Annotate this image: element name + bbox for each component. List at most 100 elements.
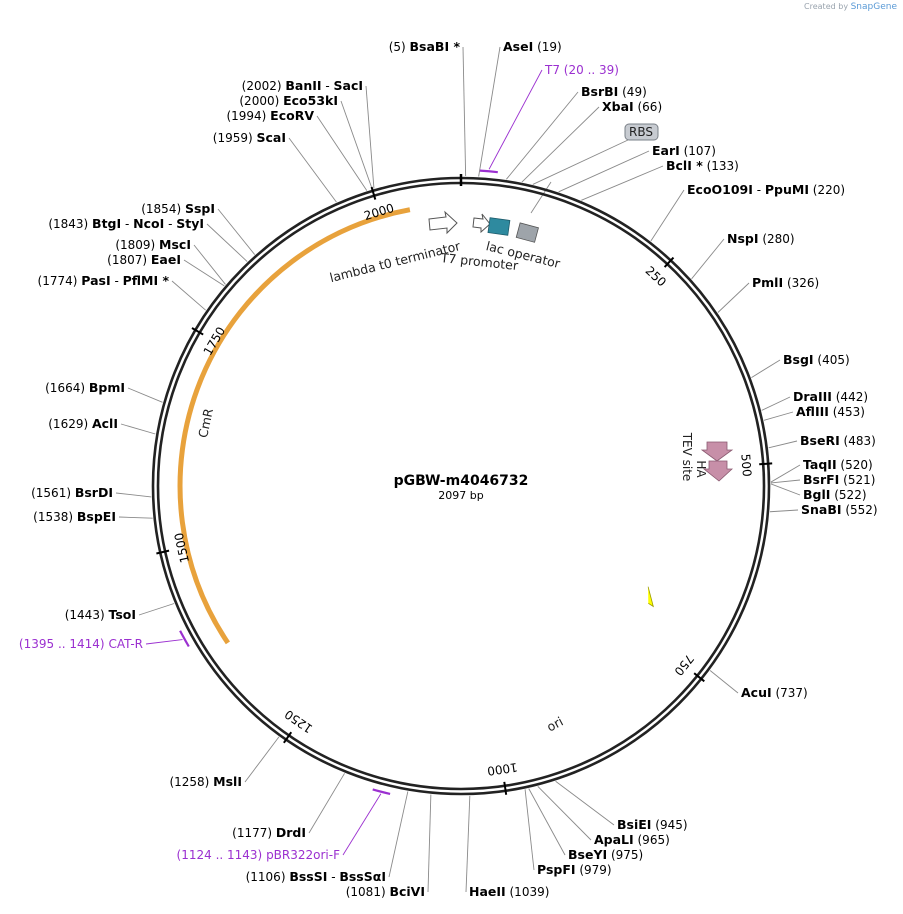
enzyme-name: DrdI [276, 825, 306, 840]
enzyme-name: BsrFI [803, 472, 839, 487]
enzyme-site[interactable]: AflIII (453) [796, 404, 865, 419]
enzyme-label: (1258) MslI [169, 774, 242, 789]
enzyme-site[interactable]: AcuI (737) [741, 685, 808, 700]
t7-promoter-arrow[interactable] [472, 213, 491, 234]
enzyme-label: (1629) AclI [48, 416, 118, 431]
enzyme-name: BsiEI [617, 817, 651, 832]
enzyme-position: (1561) [31, 486, 75, 500]
primer-leader [145, 639, 183, 645]
tick-mark [663, 256, 675, 268]
enzyme-site[interactable]: (1959) ScaI [213, 130, 286, 145]
t7-box[interactable] [487, 217, 511, 236]
enzyme-site[interactable]: (2002) BanII - SacI [242, 78, 363, 93]
enzyme-site[interactable]: DraIII (442) [793, 389, 868, 404]
enzyme-position: (979) [576, 863, 612, 877]
enzyme-label: (1994) EcoRV [226, 108, 314, 123]
enzyme-site[interactable]: (1106) BssSI - BssSαI [246, 869, 386, 884]
enzyme-site[interactable]: BsgI (405) [783, 352, 850, 367]
enzyme-site[interactable]: BsiEI (945) [617, 817, 688, 832]
enzyme-site[interactable]: (1774) PasI - PflMI * [38, 273, 170, 288]
enzyme-site[interactable]: HaeII (1039) [469, 884, 549, 899]
enzyme-site[interactable]: NspI (280) [727, 231, 795, 246]
enzyme-name: AseI [503, 39, 533, 54]
enzyme-name: HaeII [469, 884, 506, 899]
enzyme-name: Eco53kI [283, 93, 338, 108]
enzyme-name: SnaBI [801, 502, 842, 517]
enzyme-leader [478, 46, 501, 177]
enzyme-site[interactable]: BseYI (975) [568, 847, 643, 862]
tick-mark [693, 672, 705, 683]
enzyme-site[interactable]: (1561) BsrDI [31, 485, 113, 500]
enzyme-site[interactable]: BsrFI (521) [803, 472, 875, 487]
tick-mark [759, 462, 773, 466]
enzyme-site[interactable]: XbaI (66) [602, 99, 662, 114]
enzyme-label: (1443) TsoI [65, 607, 136, 622]
primer-bar [372, 788, 391, 795]
enzyme-site[interactable]: (1081) BciVI [346, 884, 425, 899]
enzyme-site[interactable]: TaqII (520) [803, 457, 873, 472]
tev-site-arrow[interactable] [700, 441, 734, 462]
enzyme-site[interactable]: BclI * (133) [666, 158, 739, 173]
credit-text: Created by [804, 2, 849, 11]
enzyme-leader [171, 280, 206, 311]
enzyme-site[interactable]: ApaLI (965) [594, 832, 670, 847]
enzyme-site[interactable]: BsrBI (49) [581, 84, 647, 99]
enzyme-site[interactable]: (1854) SspI [141, 201, 215, 216]
enzyme-site[interactable]: (2000) Eco53kI [239, 93, 338, 108]
enzyme-name: BseRI [800, 433, 840, 448]
enzyme-site[interactable]: (1538) BspEI [33, 509, 116, 524]
ha-tag-arrow[interactable] [702, 460, 734, 482]
enzyme-site[interactable]: (1443) TsoI [65, 607, 136, 622]
enzyme-leader [650, 189, 685, 242]
primer-site[interactable]: (1395 .. 1414) CAT-R [19, 630, 190, 651]
enzyme-position: (220) [809, 183, 845, 197]
enzyme-label: (2000) Eco53kI [239, 93, 338, 108]
primer-text: (20 .. 39) [564, 63, 619, 77]
primer-site[interactable]: (1124 .. 1143) pBR322ori-F [177, 788, 391, 862]
enzyme-position: (1807) [107, 253, 151, 267]
enzyme-site[interactable]: EcoO109I - PpuMI (220) [687, 182, 845, 197]
enzyme-site[interactable]: (1809) MscI [115, 237, 191, 252]
enzyme-leader [127, 387, 163, 403]
tick-label: 750 [671, 652, 696, 679]
enzyme-name: EaeI [151, 252, 181, 267]
enzyme-site[interactable]: (1843) BtgI - NcoI - StyI [48, 216, 204, 231]
enzyme-site[interactable]: (1994) EcoRV [226, 108, 314, 123]
enzyme-name: StyI [176, 216, 204, 231]
enzyme-label: EcoO109I - PpuMI (220) [687, 182, 845, 197]
enzyme-site[interactable]: BglI (522) [803, 487, 867, 502]
tick-label: 250 [643, 264, 669, 290]
enzyme-site[interactable]: (1177) DrdI [232, 825, 306, 840]
enzyme-site[interactable]: EarI (107) [652, 143, 716, 158]
ori-feature-arrow[interactable] [647, 586, 654, 608]
enzyme-position: (405) [814, 353, 850, 367]
enzyme-site[interactable]: PmlI (326) [752, 275, 819, 290]
enzyme-site[interactable]: (1807) EaeI [107, 252, 181, 267]
enzyme-site[interactable]: (1258) MslI [169, 774, 242, 789]
enzyme-position: (1629) [48, 417, 92, 431]
enzyme-leader [206, 223, 248, 262]
primer-site[interactable]: T7 (20 .. 39) [479, 63, 619, 174]
enzyme-site[interactable]: (1629) AclI [48, 416, 118, 431]
rbs-badge[interactable] [624, 123, 659, 141]
enzyme-position: (975) [607, 848, 643, 862]
enzyme-site[interactable]: (5) BsaBI * [389, 39, 461, 54]
enzyme-leader [528, 788, 566, 856]
enzyme-site[interactable]: PspFI (979) [537, 862, 612, 877]
enzyme-site[interactable]: BseRI (483) [800, 433, 876, 448]
enzyme-name: BsgI [783, 352, 814, 367]
enzyme-site[interactable]: (1664) BpmI [45, 380, 125, 395]
enzyme-label: BclI * (133) [666, 158, 739, 173]
enzyme-position: (521) [839, 473, 875, 487]
enzyme-name: BsrDI [75, 485, 113, 500]
lac-operator-box[interactable] [515, 222, 539, 243]
rbs-leader [532, 139, 629, 185]
enzyme-site[interactable]: AseI (19) [503, 39, 562, 54]
lambda-t0-terminator-arrow[interactable] [428, 210, 458, 235]
enzyme-name: ApaLI [594, 832, 634, 847]
plasmid-size: 2097 bp [438, 489, 483, 502]
enzyme-position: (520) [837, 458, 873, 472]
enzyme-leader [717, 282, 750, 313]
enzyme-name: MscI [159, 237, 191, 252]
enzyme-site[interactable]: SnaBI (552) [801, 502, 878, 517]
